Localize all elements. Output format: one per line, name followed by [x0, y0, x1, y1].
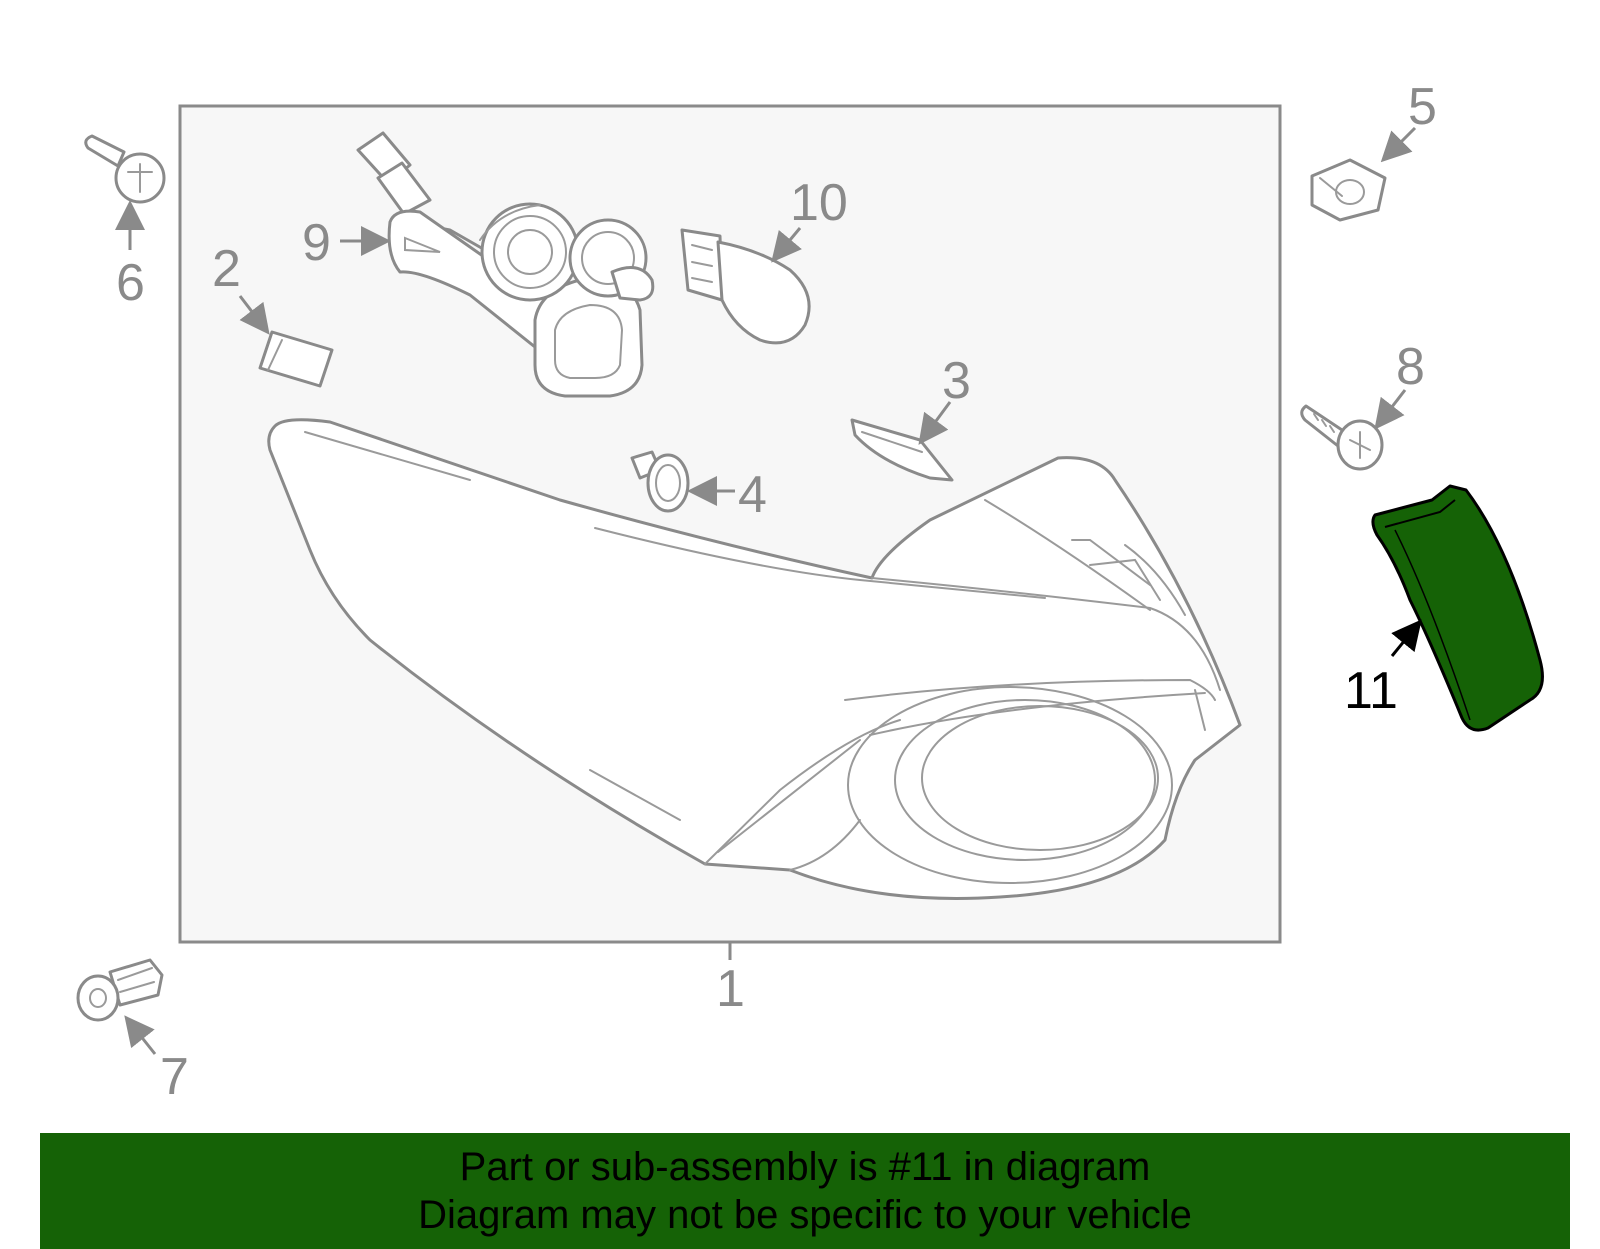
callout-4: 4 [738, 466, 767, 524]
part-9-socket-harness [340, 131, 655, 398]
callout-9: 9 [302, 214, 331, 272]
banner-disclaimer-text: Diagram may not be specific to your vehi… [418, 1193, 1192, 1237]
callout-8: 8 [1396, 338, 1425, 396]
callout-6: 6 [116, 254, 145, 312]
part-11-reflector [1371, 484, 1544, 732]
part-4-clip [630, 450, 735, 513]
info-banner: Part or sub-assembly is #11 in diagram D… [40, 1133, 1570, 1249]
part-10-bulb [680, 227, 811, 345]
part-6-screw [84, 134, 166, 250]
part-8-bolt [1300, 389, 1407, 471]
part-3-trim [850, 401, 954, 482]
callout-1: 1 [716, 960, 745, 1018]
part-5-nut [1310, 126, 1417, 222]
callout-7: 7 [160, 1048, 189, 1106]
part-2-block [238, 295, 334, 388]
callout-2: 2 [212, 240, 241, 298]
callout-10: 10 [790, 174, 848, 232]
callout-3: 3 [942, 352, 971, 410]
headlamp-housing [267, 418, 1242, 900]
part-7-clip [76, 958, 164, 1055]
callout-5: 5 [1408, 78, 1437, 136]
banner-part-text: Part or sub-assembly is #11 in diagram [459, 1145, 1151, 1189]
callout-11: 11 [1344, 662, 1398, 720]
